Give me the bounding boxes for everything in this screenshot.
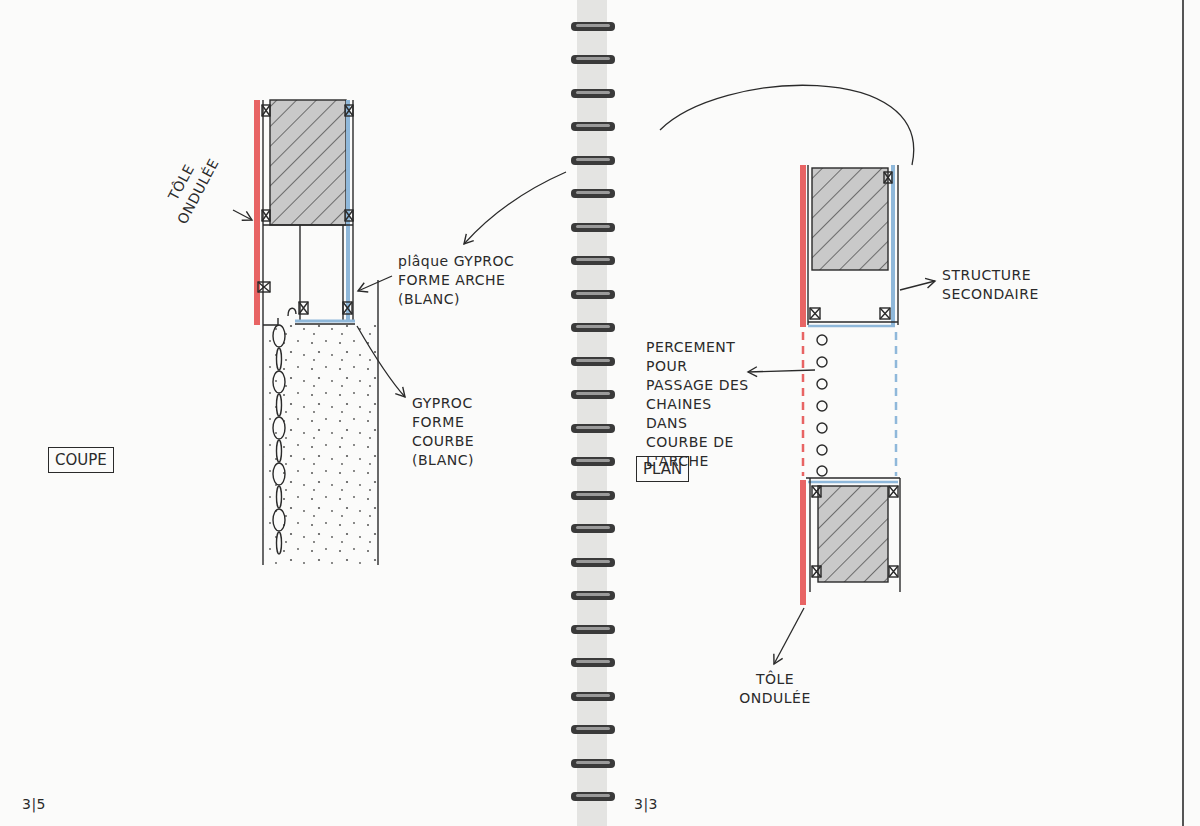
page-number: 3|3 [634, 795, 658, 814]
view-title-box: COUPE [48, 447, 114, 473]
box-text: COUPE [55, 451, 107, 469]
spiral-binding [571, 22, 615, 801]
page-edge [1182, 0, 1184, 826]
section-drawing [254, 100, 378, 565]
component-label: STRUCTURE SECONDAIRE [942, 266, 1067, 304]
material-label: GYPROC FORME COURBE (BLANC) [412, 394, 502, 470]
material-label: TÔLE ONDULÉE [154, 141, 227, 233]
leader-lines [233, 85, 935, 664]
note-label: PERCEMENT POUR PASSAGE DES CHAINES DANS … [646, 338, 754, 471]
material-label: TÔLE ONDULÉE [730, 670, 820, 708]
plan-drawing [800, 165, 900, 605]
material-label: plâque GYPROC FORME ARCHE (BLANC) [398, 252, 548, 309]
page-number: 3|5 [22, 795, 46, 814]
